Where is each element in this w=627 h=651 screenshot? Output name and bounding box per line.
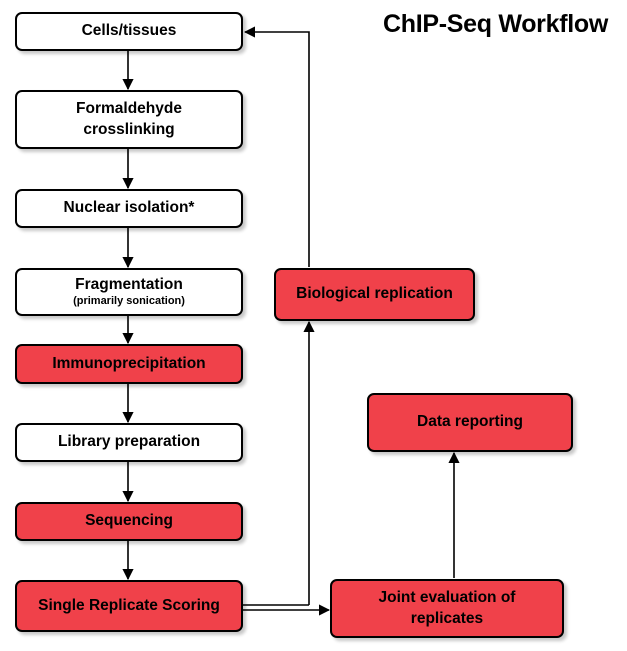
step-sequencing: Sequencing	[15, 502, 243, 541]
diagram-title: ChIP-Seq Workflow	[383, 10, 609, 38]
step-label: Data reporting	[417, 413, 523, 431]
step-label: Fragmentation	[75, 276, 183, 294]
step-label: Nuclear isolation*	[63, 199, 195, 217]
arrow-biorep-to-cells	[243, 26, 310, 267]
step-label-line-1: Joint evaluation of	[378, 589, 516, 607]
step-single-replicate-scoring: Single Replicate Scoring	[15, 580, 243, 632]
step-data-reporting: Data reporting	[367, 393, 573, 452]
step-nuclear-isolation: Nuclear isolation*	[15, 189, 243, 228]
step-note: (primarily sonication)	[73, 295, 185, 308]
step-label-line-2: crosslinking	[83, 120, 175, 138]
step-label: Single Replicate Scoring	[38, 596, 220, 614]
step-label-line-1: Formaldehyde	[76, 100, 182, 118]
step-label: Library preparation	[57, 433, 201, 451]
step-biological-replication: Biological replication	[274, 268, 475, 321]
step-immunoprecipitation: Immunoprecipitation	[15, 344, 243, 384]
step-label-line-2: replicates	[410, 609, 484, 627]
step-joint-evaluation: Joint evaluation of replicates	[330, 579, 564, 638]
step-fragmentation: Fragmentation (primarily sonication)	[15, 268, 243, 316]
step-label: Biological replication	[296, 285, 453, 303]
step-formaldehyde-crosslinking: Formaldehyde crosslinking	[15, 90, 243, 149]
step-cells-tissues: Cells/tissues	[15, 12, 243, 51]
step-label: Immunoprecipitation	[52, 354, 206, 372]
step-label: Cells/tissues	[81, 22, 177, 40]
step-label: Sequencing	[85, 512, 173, 530]
step-library-preparation: Library preparation	[15, 423, 243, 462]
